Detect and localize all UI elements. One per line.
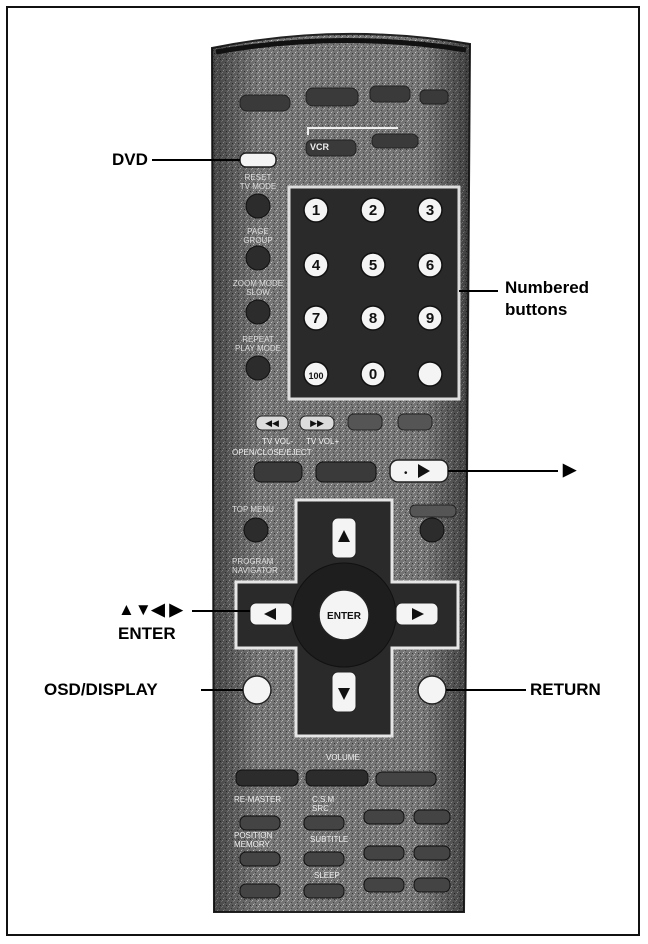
callout-numbered-line1: Numbered bbox=[505, 278, 589, 298]
svg-text:PAGE: PAGE bbox=[247, 227, 269, 236]
svg-text:ENTER: ENTER bbox=[327, 611, 362, 622]
svg-text:TOP MENU: TOP MENU bbox=[232, 505, 274, 514]
svg-text:PROGRAM: PROGRAM bbox=[232, 557, 274, 566]
callout-numbered-line2: buttons bbox=[505, 300, 567, 320]
svg-text:▶▶: ▶▶ bbox=[310, 418, 324, 428]
svg-text:TV VOL-: TV VOL- bbox=[262, 437, 293, 446]
callout-arrows: ▲▼◀ ▶ bbox=[118, 600, 183, 620]
number-label: 2 bbox=[369, 202, 377, 219]
svg-text:RESET: RESET bbox=[245, 173, 272, 182]
number-button-9[interactable]: 9 bbox=[418, 306, 442, 330]
callout-osd-display: OSD/DISPLAY bbox=[44, 680, 158, 700]
number-button-5[interactable]: 5 bbox=[361, 253, 385, 277]
number-label: 3 bbox=[426, 202, 434, 219]
left-button[interactable] bbox=[250, 603, 292, 625]
svg-text:SLEEP: SLEEP bbox=[314, 871, 340, 880]
number-button-1[interactable]: 1 bbox=[304, 198, 328, 222]
svg-text:TV MODE: TV MODE bbox=[240, 182, 276, 191]
number-label: 4 bbox=[312, 257, 321, 274]
callout-dvd: DVD bbox=[112, 150, 148, 170]
play-button[interactable]: • bbox=[390, 460, 448, 482]
number-button-blank[interactable] bbox=[418, 362, 442, 386]
callout-return: RETURN bbox=[530, 680, 601, 700]
svg-text:RE-MASTER: RE-MASTER bbox=[234, 795, 281, 804]
number-button-4[interactable]: 4 bbox=[304, 253, 328, 277]
svg-text:REPEAT: REPEAT bbox=[242, 335, 274, 344]
down-button[interactable] bbox=[332, 672, 356, 712]
svg-text:TV VOL+: TV VOL+ bbox=[306, 437, 339, 446]
svg-text:GROUP: GROUP bbox=[243, 236, 272, 245]
number-button-6[interactable]: 6 bbox=[418, 253, 442, 277]
number-button-2[interactable]: 2 bbox=[361, 198, 385, 222]
up-button[interactable] bbox=[332, 518, 356, 558]
number-label: 8 bbox=[369, 310, 377, 327]
number-label: 6 bbox=[426, 257, 434, 274]
number-label: 9 bbox=[426, 310, 434, 327]
return-button[interactable] bbox=[418, 676, 446, 704]
svg-text:PLAY MODE: PLAY MODE bbox=[235, 344, 281, 353]
callout-play: ▶ bbox=[563, 460, 576, 480]
number-button-7[interactable]: 7 bbox=[304, 306, 328, 330]
svg-text:POSITION: POSITION bbox=[234, 831, 272, 840]
svg-text:VOLUME: VOLUME bbox=[326, 753, 360, 762]
svg-text:•: • bbox=[404, 468, 408, 479]
svg-text:SRC: SRC bbox=[312, 804, 329, 813]
svg-text:SLOW: SLOW bbox=[246, 288, 270, 297]
svg-text:ZOOM MODE: ZOOM MODE bbox=[233, 279, 283, 288]
number-label: 0 bbox=[369, 366, 377, 383]
callout-enter: ENTER bbox=[118, 624, 176, 644]
svg-text:SUBTITLE: SUBTITLE bbox=[310, 835, 348, 844]
svg-text:◀◀: ◀◀ bbox=[265, 418, 279, 428]
svg-text:MEMORY: MEMORY bbox=[234, 840, 271, 849]
right-button[interactable] bbox=[396, 603, 438, 625]
osd-display-button[interactable] bbox=[243, 676, 271, 704]
number-label: 100 bbox=[308, 371, 323, 381]
dvd-button[interactable] bbox=[240, 153, 276, 167]
number-button-0[interactable]: 0 bbox=[361, 362, 385, 386]
number-label: 7 bbox=[312, 310, 320, 327]
number-button-3[interactable]: 3 bbox=[418, 198, 442, 222]
svg-text:C.S.M: C.S.M bbox=[312, 795, 335, 804]
enter-button[interactable]: ENTER bbox=[319, 590, 369, 640]
svg-text:OPEN/CLOSE/EJECT: OPEN/CLOSE/EJECT bbox=[232, 448, 312, 457]
number-button-8[interactable]: 8 bbox=[361, 306, 385, 330]
vcr-label: VCR bbox=[310, 142, 330, 152]
svg-text:NAVIGATOR: NAVIGATOR bbox=[232, 566, 278, 575]
number-button-100[interactable]: 100 bbox=[304, 362, 328, 386]
number-label: 5 bbox=[369, 257, 377, 274]
number-label: 1 bbox=[312, 202, 320, 219]
